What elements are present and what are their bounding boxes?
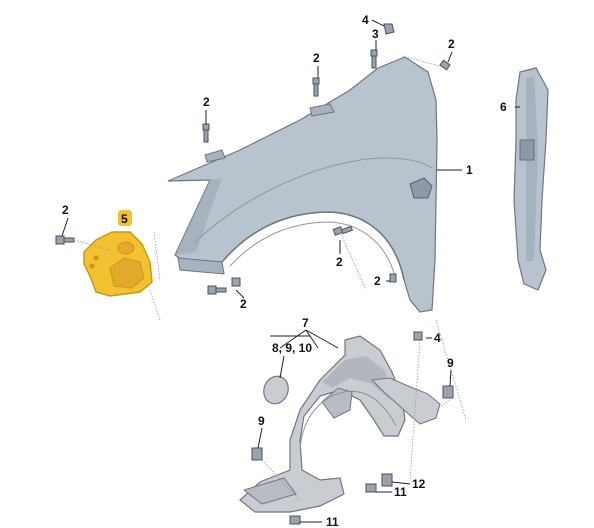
bolt-center-2[interactable] bbox=[332, 225, 354, 236]
bolt-right-2[interactable] bbox=[439, 59, 451, 71]
callout-numbers: 1 2 2 2 2 2 2 2 3 4 4 5 6 7 8, 9, 10 9 9… bbox=[62, 13, 507, 528]
callout-3: 3 bbox=[372, 27, 379, 41]
assembly-guides bbox=[73, 55, 467, 501]
callout-9-right: 9 bbox=[447, 356, 454, 370]
side-marker-recess bbox=[409, 177, 433, 199]
clip-9-right[interactable] bbox=[442, 385, 454, 399]
callout-2-lower: 2 bbox=[374, 274, 381, 288]
callout-5: 5 bbox=[121, 212, 128, 226]
callout-2-center: 2 bbox=[336, 255, 343, 269]
liner-cap[interactable] bbox=[260, 373, 292, 408]
bolt-lower-2[interactable] bbox=[389, 273, 397, 283]
callout-4-bottom: 4 bbox=[434, 331, 441, 345]
screw-11-right[interactable] bbox=[365, 483, 377, 493]
leader-lines bbox=[61, 19, 520, 523]
clip-9-left[interactable] bbox=[251, 447, 263, 461]
fender-support-bracket[interactable] bbox=[513, 67, 549, 291]
callout-1: 1 bbox=[466, 163, 473, 177]
wheel-arch-liner[interactable] bbox=[239, 335, 441, 513]
callout-11-right: 11 bbox=[394, 485, 407, 499]
bolt-left-2[interactable] bbox=[55, 235, 75, 245]
bolt-lower-left-2[interactable] bbox=[207, 277, 241, 295]
callout-2-right: 2 bbox=[448, 37, 455, 51]
callout-6: 6 bbox=[500, 100, 507, 114]
fender-panel[interactable] bbox=[167, 56, 438, 313]
bolt-top-3[interactable] bbox=[370, 49, 378, 69]
callout-12: 12 bbox=[412, 477, 426, 491]
clip-12[interactable] bbox=[381, 473, 393, 487]
callout-9-left: 9 bbox=[258, 414, 265, 428]
callout-11-bottom: 11 bbox=[326, 515, 339, 528]
screw-11-bottom[interactable] bbox=[289, 515, 301, 525]
callout-2-upper: 2 bbox=[313, 51, 320, 65]
bolt-top-4[interactable] bbox=[383, 23, 395, 35]
callout-2-left: 2 bbox=[62, 203, 69, 217]
bolt-bottom-4[interactable] bbox=[413, 331, 423, 341]
callout-7: 7 bbox=[302, 316, 309, 330]
callout-5-marker: 5 bbox=[118, 210, 132, 226]
callout-2-lower-left: 2 bbox=[240, 297, 247, 311]
callout-8-9-10: 8, 9, 10 bbox=[272, 341, 312, 355]
callout-4-top: 4 bbox=[362, 13, 369, 27]
callout-2-left-upper: 2 bbox=[203, 95, 210, 109]
bolt-upper-2[interactable] bbox=[312, 77, 320, 97]
liner-opening bbox=[321, 387, 353, 419]
bolt-left-upper-2[interactable] bbox=[202, 123, 210, 143]
highlighted-reinforcement-bracket[interactable] bbox=[83, 231, 153, 297]
